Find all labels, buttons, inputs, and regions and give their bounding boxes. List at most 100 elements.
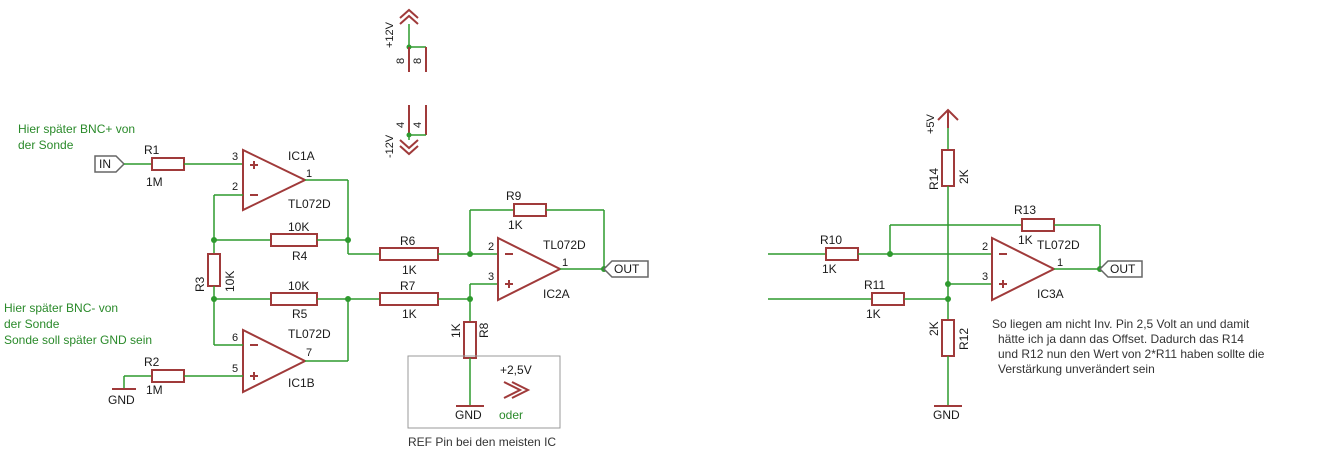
in-port-label: IN: [99, 157, 111, 171]
svg-text:R13: R13: [1014, 203, 1036, 217]
note-bnc-minus-1: Hier später BNC- von: [4, 301, 118, 315]
out-port-1-label: OUT: [614, 262, 640, 276]
svg-text:GND: GND: [455, 408, 482, 422]
svg-text:3: 3: [232, 151, 238, 163]
ic2a-type: TL072D: [543, 238, 586, 252]
svg-text:R1: R1: [144, 143, 160, 157]
resistor-r8: 1K R8: [449, 321, 491, 359]
vcc-arrow-icon: [399, 8, 419, 25]
svg-text:R10: R10: [820, 233, 842, 247]
ic1a-name: IC1A: [288, 149, 315, 163]
svg-text:R11: R11: [864, 278, 885, 292]
resistor-r10: R10 1K: [820, 233, 859, 276]
resistor-r14: R14 2K: [927, 149, 971, 190]
supply-neg-label: -12V: [384, 134, 396, 158]
ic1a-type: TL072D: [288, 197, 331, 211]
svg-text:1K: 1K: [449, 323, 463, 338]
svg-text:2: 2: [232, 181, 238, 193]
svg-text:2K: 2K: [927, 321, 941, 336]
out-port-2-label: OUT: [1110, 262, 1136, 276]
svg-text:2: 2: [488, 241, 494, 253]
resistor-r7: R7 1K: [379, 279, 439, 321]
note-bnc-plus-1: Hier später BNC+ von: [18, 122, 135, 136]
svg-text:6: 6: [232, 332, 238, 344]
resistor-r11: R11 1K: [864, 278, 905, 321]
svg-text:R12: R12: [957, 328, 971, 350]
svg-text:R14: R14: [927, 168, 941, 190]
supply-pos-pin-b: 8: [412, 58, 424, 64]
supply-neg-pin-b: 4: [412, 122, 424, 128]
ic1b-name: IC1B: [288, 376, 315, 390]
resistor-r13: R13 1K: [1014, 203, 1055, 247]
resistor-r4: 10K R4: [270, 220, 318, 263]
ic2a-name: IC2A: [543, 287, 570, 301]
v5-label: +5V: [925, 113, 937, 134]
svg-text:R9: R9: [506, 189, 522, 203]
out-port-2: OUT: [1098, 260, 1143, 278]
svg-text:7: 7: [306, 347, 312, 359]
resistor-r5: 10K R5: [270, 279, 318, 321]
resistor-r12: 2K R12: [927, 319, 971, 357]
ref-box-caption: REF Pin bei den meisten IC: [408, 435, 556, 449]
vee-arrow-icon: [399, 139, 419, 156]
opamp-ic1a: 3 2 1 IC1A TL072D: [232, 148, 331, 212]
svg-text:1: 1: [562, 257, 568, 269]
svg-text:3: 3: [488, 271, 494, 283]
ic3a-name: IC3A: [1037, 287, 1064, 301]
v25-label: +2,5V: [500, 363, 532, 377]
supply-neg: -12V 4 4: [384, 105, 427, 158]
supply-pos: +12V 8 8: [384, 8, 427, 72]
svg-text:1K: 1K: [822, 262, 837, 276]
note-offset-2: hätte ich ja dann das Offset. Dadurch da…: [998, 332, 1244, 346]
note-offset-4: Verstärkung unverändert sein: [998, 362, 1155, 376]
svg-text:10K: 10K: [288, 220, 309, 234]
note-bnc-minus-2: der Sonde: [4, 317, 60, 331]
svg-text:R5: R5: [292, 307, 308, 321]
svg-text:10K: 10K: [223, 271, 237, 292]
note-offset-3: und R12 nun den Wert von 2*R11 haben sol…: [998, 347, 1265, 361]
svg-text:2: 2: [982, 241, 988, 253]
note-bnc-plus-2: der Sonde: [18, 138, 74, 152]
svg-text:1M: 1M: [146, 383, 163, 397]
ic3a-type: TL072D: [1037, 238, 1080, 252]
in-port: IN: [94, 155, 126, 173]
svg-text:R3: R3: [193, 276, 207, 292]
supply-pos-label: +12V: [384, 21, 396, 48]
svg-text:1M: 1M: [146, 175, 163, 189]
resistor-r2: R2 1M: [144, 355, 185, 397]
supply-neg-pin-a: 4: [395, 122, 407, 128]
opamp-ic2a: 2 3 1 TL072D IC2A: [488, 236, 586, 302]
svg-text:GND: GND: [933, 408, 960, 422]
svg-text:1: 1: [306, 168, 312, 180]
svg-text:2K: 2K: [957, 169, 971, 184]
svg-text:1K: 1K: [402, 263, 417, 277]
out-port-1: OUT: [602, 260, 649, 278]
svg-text:R7: R7: [400, 279, 416, 293]
ic1b-type: TL072D: [288, 327, 331, 341]
opamp-ic3a: 2 3 1 TL072D IC3A: [982, 236, 1080, 302]
svg-text:R8: R8: [477, 322, 491, 338]
svg-text:R2: R2: [144, 355, 160, 369]
note-bnc-minus-3: Sonde soll später GND sein: [4, 333, 152, 347]
svg-text:1K: 1K: [866, 307, 881, 321]
resistor-r1: R1 1M: [144, 143, 185, 189]
svg-text:1: 1: [1057, 257, 1063, 269]
resistor-r6: R6 1K: [379, 234, 439, 277]
svg-text:R4: R4: [292, 249, 308, 263]
svg-text:3: 3: [982, 271, 988, 283]
oder-label: oder: [499, 408, 523, 422]
svg-text:R6: R6: [400, 234, 416, 248]
svg-text:1K: 1K: [508, 218, 523, 232]
supply-pos-pin-a: 8: [395, 58, 407, 64]
resistor-r3: R3 10K: [193, 253, 237, 292]
svg-text:1K: 1K: [402, 307, 417, 321]
vref-arrow-icon: [503, 381, 531, 399]
ref-box: [407, 355, 561, 429]
svg-text:10K: 10K: [288, 279, 309, 293]
svg-text:1K: 1K: [1018, 233, 1033, 247]
opamp-ic1b: 6 5 7 TL072D IC1B: [232, 327, 331, 394]
note-offset-1: So liegen am nicht Inv. Pin 2,5 Volt an …: [992, 317, 1250, 331]
svg-text:5: 5: [232, 363, 238, 375]
svg-text:GND: GND: [108, 393, 135, 407]
